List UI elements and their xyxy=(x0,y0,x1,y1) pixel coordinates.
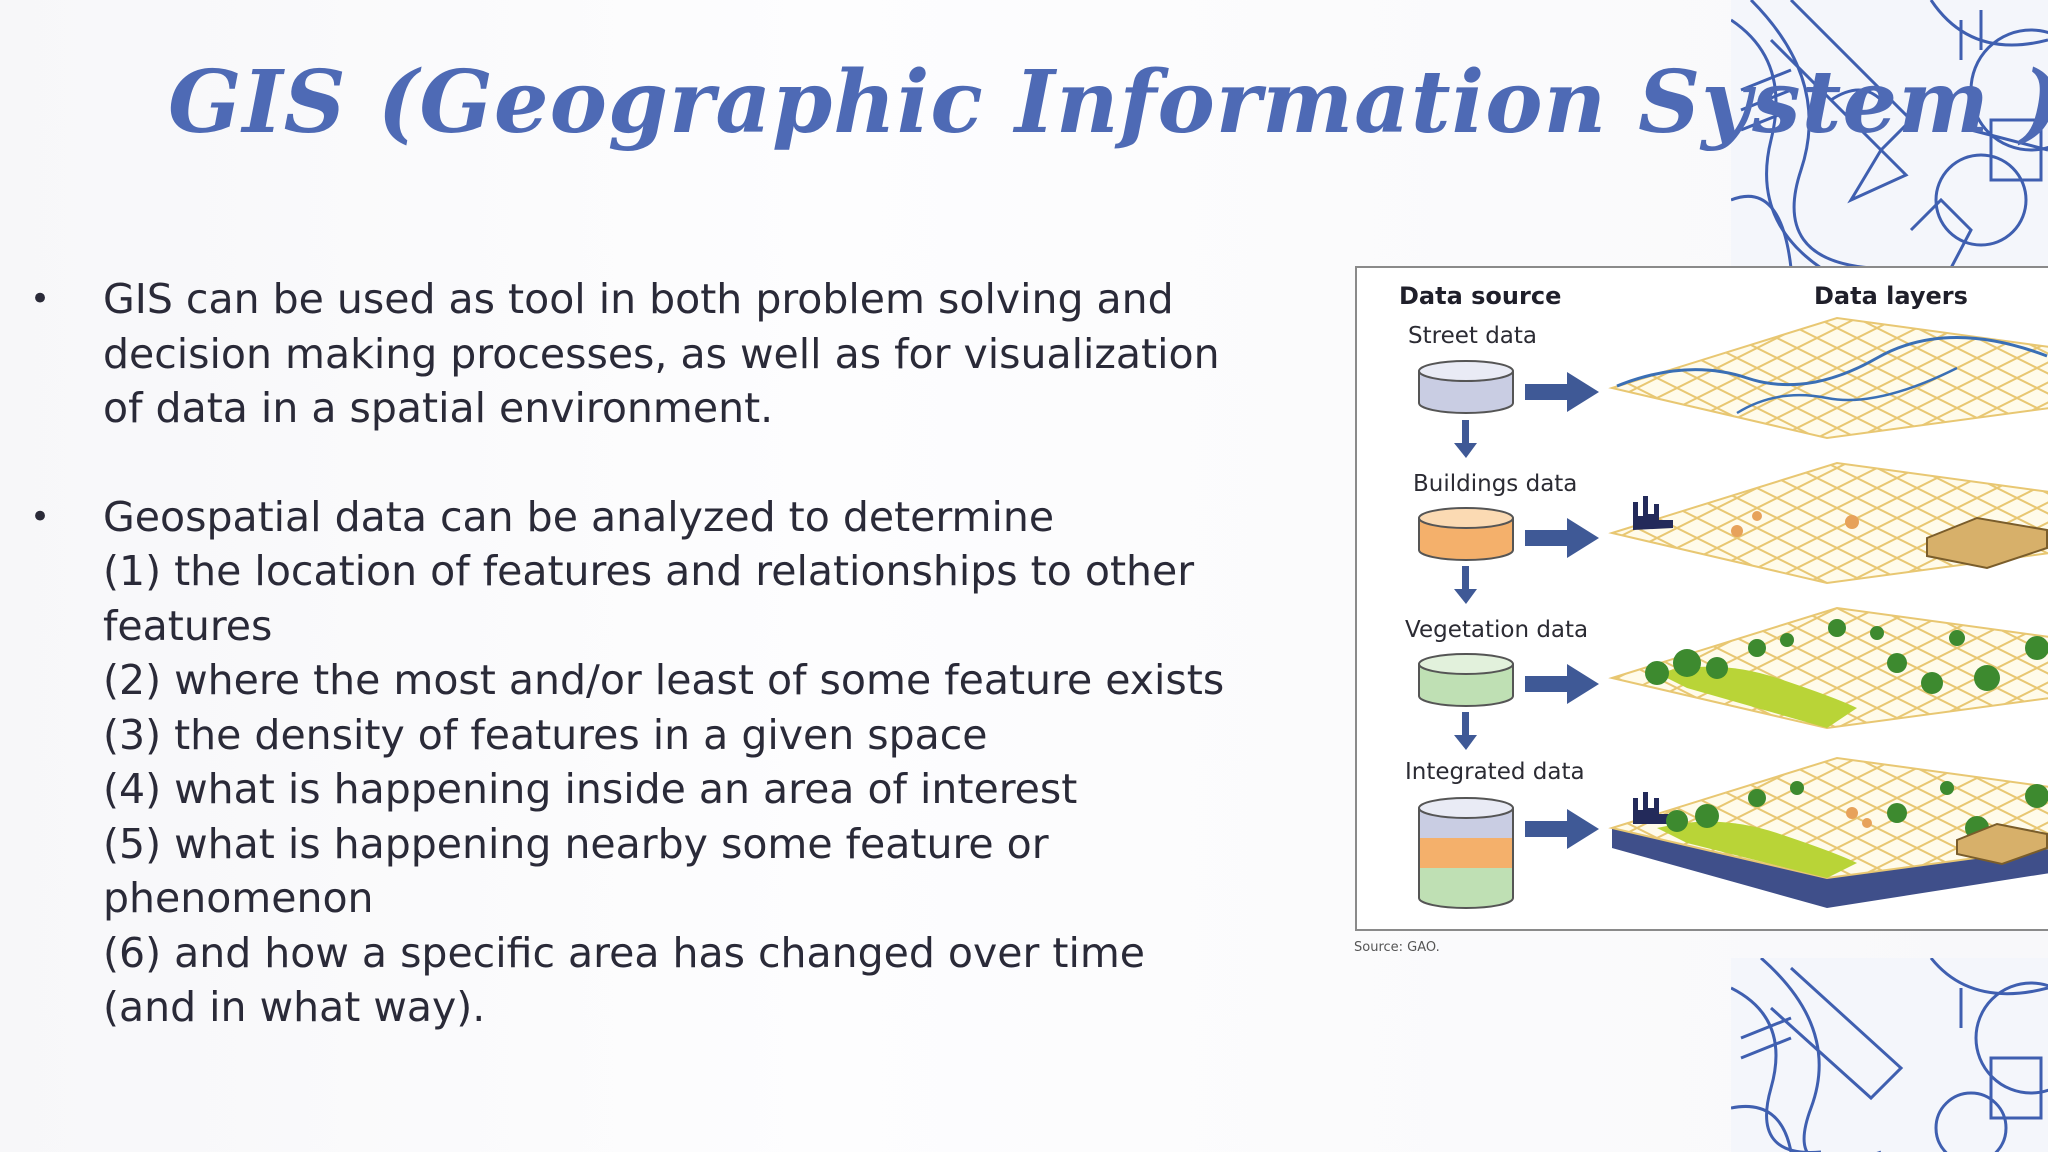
bullet-line: (2) where the most and/or least of some … xyxy=(103,656,1225,704)
row-label-vegetation: Vegetation data xyxy=(1405,617,1589,643)
row-label-buildings: Buildings data xyxy=(1413,471,1578,497)
row-label-street: Street data xyxy=(1408,323,1538,349)
row-label-integrated: Integrated data xyxy=(1405,759,1585,785)
database-icon xyxy=(1418,653,1514,707)
bullet-line: (3) the density of features in a given s… xyxy=(103,710,988,759)
grid-layer-icon xyxy=(1608,316,2048,440)
arrow-down-icon xyxy=(1454,420,1477,750)
data-layers-header: Data layers xyxy=(1814,282,1968,310)
gis-layers-figure: Data source Data layers Street data Buil… xyxy=(1355,266,2048,931)
database-icon xyxy=(1418,507,1514,561)
gis-layers-graphic xyxy=(1418,316,2048,909)
grid-layer-icon xyxy=(1608,756,2048,908)
bullet-list: • GIS can be used as tool in both proble… xyxy=(30,272,1350,1035)
bullet-line: (4) what is happening inside an area of … xyxy=(103,765,1078,813)
bullet-line: Geospatial data can be analyzed to deter… xyxy=(103,492,1055,541)
figure-source: Source: GAO. xyxy=(1354,940,1440,955)
bullet-line: (1) the location of features and relatio… xyxy=(103,547,1195,595)
bullet-line: phenomenon xyxy=(103,874,374,922)
database-icon xyxy=(1418,360,1514,414)
bullet-line: GIS can be used as tool in both problem … xyxy=(103,275,1174,323)
bullet-line: (and in what way). xyxy=(103,983,486,1031)
bullet-line: (6) and how a specific area has changed … xyxy=(103,928,1146,977)
bullet-line: of data in a spatial environment. xyxy=(103,384,774,432)
grid-layer-icon xyxy=(1608,606,2048,730)
bullet-dot: • xyxy=(30,496,51,537)
bullet-line: (5) what is happening nearby some featur… xyxy=(103,819,1049,868)
decorative-pattern-icon xyxy=(1730,0,2048,270)
bullet-dot: • xyxy=(30,279,51,319)
bullet-line: features xyxy=(103,601,273,650)
data-source-header: Data source xyxy=(1399,282,1562,310)
database-icon xyxy=(1418,797,1514,909)
decorative-pattern-icon xyxy=(1730,956,2048,1152)
arrow-right-icon xyxy=(1525,372,1599,849)
bullet-item: • Geospatial data can be analyzed to det… xyxy=(30,490,1350,1035)
bullet-item: • GIS can be used as tool in both proble… xyxy=(30,272,1350,436)
slide-title: GIS (Geographic Information System ) xyxy=(168,52,2048,153)
bullet-line: decision making processes, as well as fo… xyxy=(103,329,1220,378)
grid-layer-icon xyxy=(1608,461,2048,585)
